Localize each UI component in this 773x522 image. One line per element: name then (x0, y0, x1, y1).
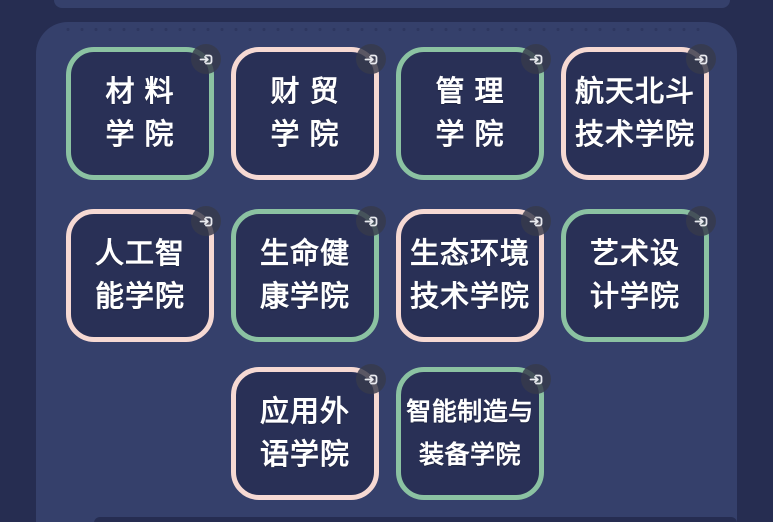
college-name: 材 料 学 院 (105, 75, 175, 151)
college-card-管理学院[interactable]: 管 理 学 院 (396, 44, 551, 180)
college-card-人工智能学院[interactable]: 人工智 能学院 (66, 206, 221, 342)
enter-icon[interactable] (686, 44, 716, 74)
enter-icon[interactable] (191, 206, 221, 236)
college-card-智能制造与装备学院[interactable]: 智能制造与 装备学院 (396, 364, 551, 500)
enter-icon[interactable] (521, 44, 551, 74)
college-name: 生命健 康学院 (259, 237, 350, 313)
college-card-艺术设计学院[interactable]: 艺术设 计学院 (561, 206, 716, 342)
enter-icon[interactable] (686, 206, 716, 236)
college-name: 应用外 语学院 (259, 395, 350, 471)
card-row-1: 材 料 学 院 财 贸 学 院 管 理 学 院 航天北斗 技术学院 (66, 44, 716, 180)
previous-section-edge (54, 0, 730, 8)
college-name: 艺术设 计学院 (589, 237, 680, 313)
enter-icon[interactable] (521, 364, 551, 394)
college-name: 财 贸 学 院 (270, 75, 340, 151)
decorative-dotted-line (66, 27, 707, 32)
enter-icon[interactable] (521, 206, 551, 236)
college-name: 管 理 学 院 (435, 75, 505, 151)
card-row-2: 人工智 能学院 生命健 康学院 生态环境 技术学院 艺术设 计学院 (66, 206, 716, 342)
college-name: 人工智 能学院 (94, 237, 185, 313)
enter-icon[interactable] (356, 44, 386, 74)
college-card-生命健康学院[interactable]: 生命健 康学院 (231, 206, 386, 342)
college-name: 航天北斗 技术学院 (574, 75, 695, 151)
enter-icon[interactable] (356, 364, 386, 394)
next-section-edge (94, 517, 737, 522)
card-row-3: 应用外 语学院 智能制造与 装备学院 (231, 364, 551, 500)
enter-icon[interactable] (356, 206, 386, 236)
enter-icon[interactable] (191, 44, 221, 74)
college-card-财贸学院[interactable]: 财 贸 学 院 (231, 44, 386, 180)
college-card-航天北斗技术学院[interactable]: 航天北斗 技术学院 (561, 44, 716, 180)
college-name: 生态环境 技术学院 (409, 237, 530, 313)
college-card-材料学院[interactable]: 材 料 学 院 (66, 44, 221, 180)
college-name: 智能制造与 装备学院 (406, 397, 534, 469)
college-card-生态环境技术学院[interactable]: 生态环境 技术学院 (396, 206, 551, 342)
college-card-应用外语学院[interactable]: 应用外 语学院 (231, 364, 386, 500)
